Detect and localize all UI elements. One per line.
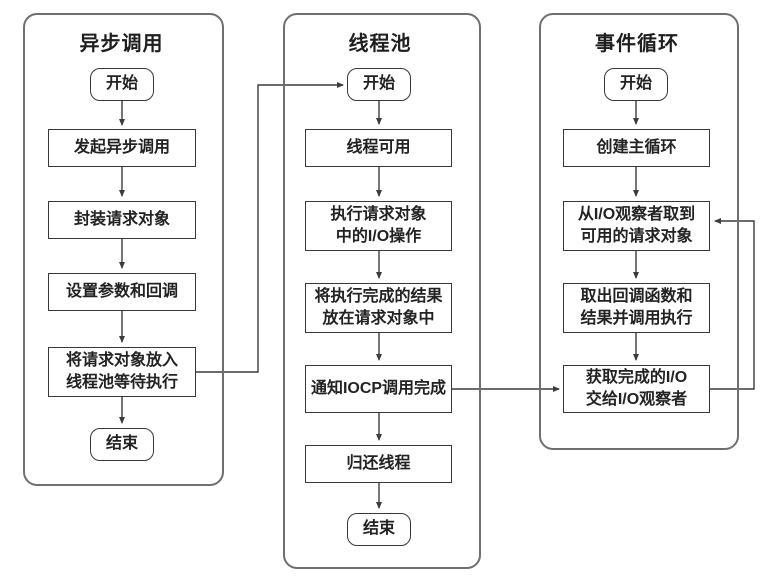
step-initiate-async-call: 发起异步调用 [48,129,196,167]
lane-async-call [23,13,224,486]
step-execute-io-operation: 执行请求对象 中的I/O操作 [305,201,452,251]
start-node-async-call: 开始 [90,68,154,101]
step-set-params-callback: 设置参数和回调 [48,273,196,311]
step-put-request-into-threadpool: 将请求对象放入 线程池等待执行 [48,347,196,397]
step-fetch-request-from-io-observer: 从I/O观察者取到 可用的请求对象 [563,201,710,251]
lane-thread-pool [283,13,481,569]
end-node-thread-pool: 结束 [347,513,411,546]
start-node-thread-pool: 开始 [347,68,411,101]
start-node-event-loop: 开始 [604,68,668,101]
step-return-thread: 归还线程 [305,445,452,483]
lane-title-event-loop: 事件循环 [595,33,679,55]
step-put-result-in-request: 将执行完成的结果 放在请求对象中 [305,283,452,333]
step-get-callback-and-execute: 取出回调函数和 结果并调用执行 [563,283,710,333]
lane-event-loop [539,13,739,450]
end-node-async-call: 结束 [90,428,154,461]
step-hand-completed-io-to-observer: 获取完成的I/O 交给I/O观察者 [563,365,710,413]
step-notify-iocp-complete: 通知IOCP调用完成 [305,365,452,413]
lane-title-async-call: 异步调用 [79,33,164,55]
lane-title-thread-pool: 线程池 [348,33,412,55]
step-create-main-loop: 创建主循环 [563,129,710,167]
step-thread-available: 线程可用 [305,129,452,167]
step-wrap-request-object: 封装请求对象 [48,201,196,239]
